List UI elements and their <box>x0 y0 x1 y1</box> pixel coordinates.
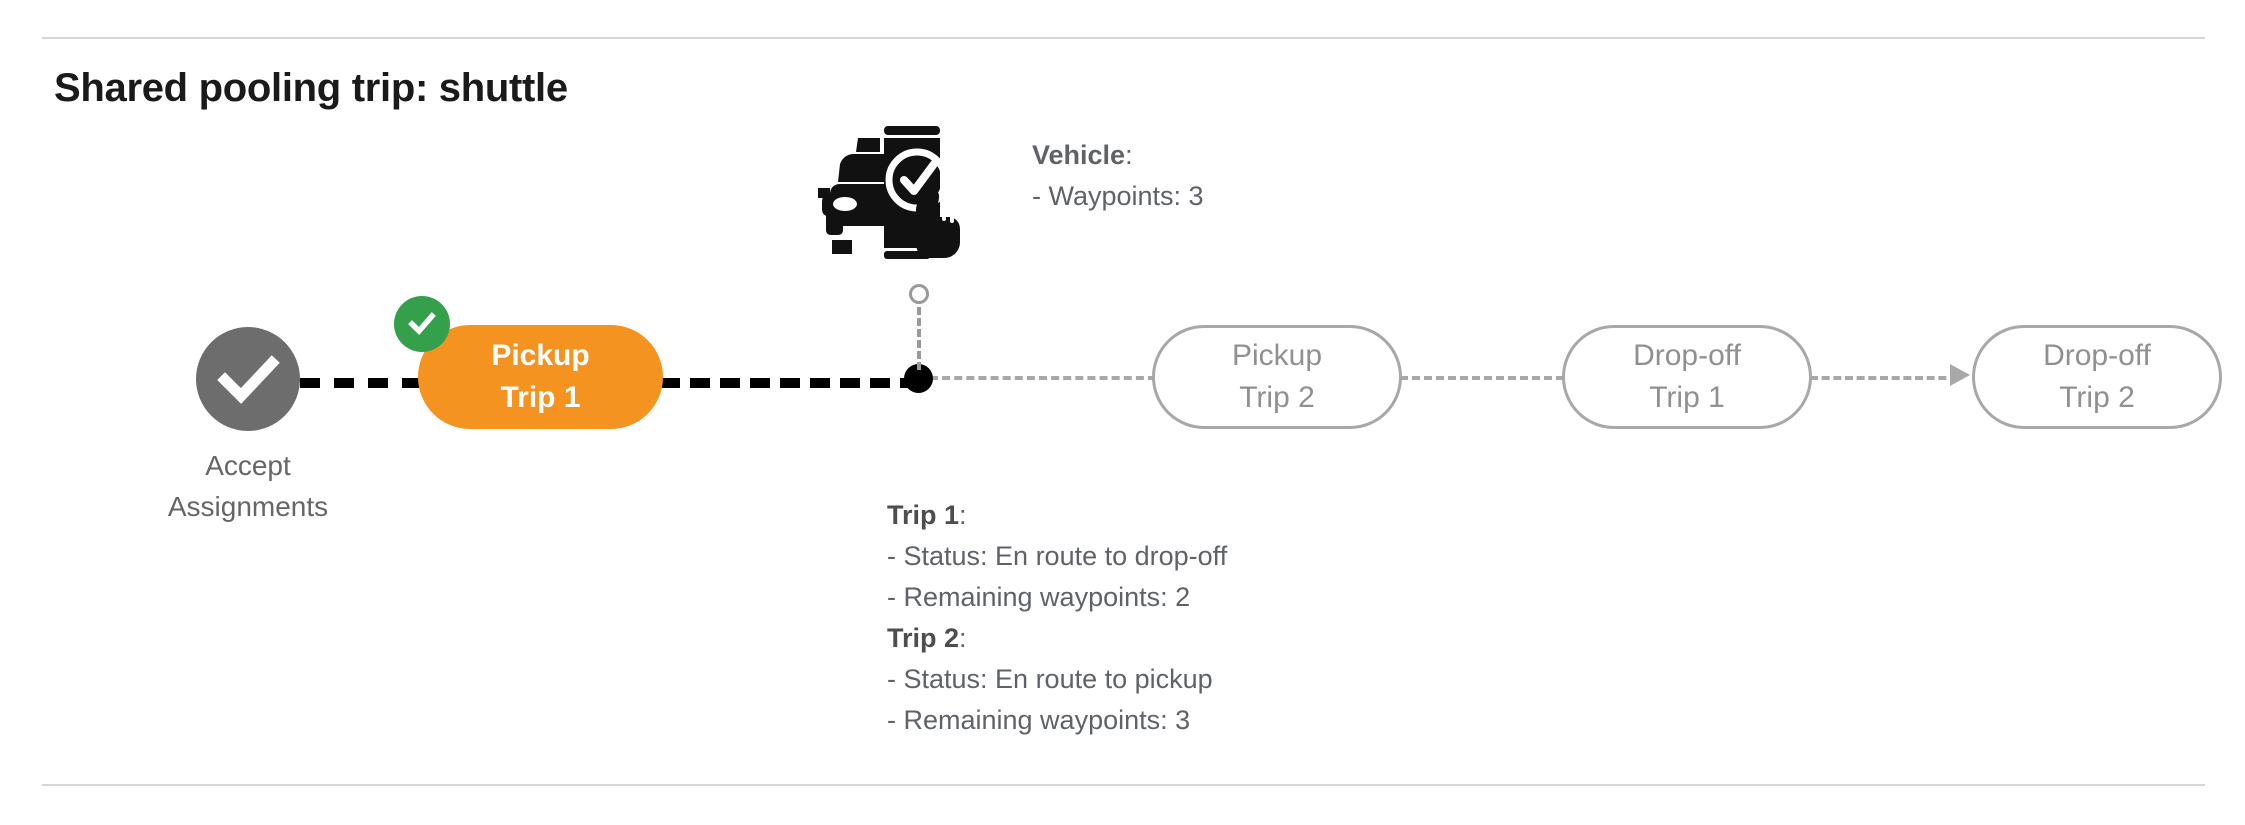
accept-label-line2: Assignments <box>167 491 329 522</box>
trip1-waypoints: - Remaining waypoints: 2 <box>887 582 1191 612</box>
page-title: Shared pooling trip: shuttle <box>54 66 568 110</box>
connector-pickup2-to-dropoff1 <box>1400 376 1564 380</box>
trip1-heading: Trip 1: <box>887 495 1227 536</box>
step-pickup-trip-2-line2: Trip 2 <box>1239 381 1315 414</box>
trip1-status: - Status: En route to drop-off <box>887 541 1228 571</box>
step-pickup-trip-1-line2: Trip 1 <box>500 381 581 414</box>
step-dropoff-trip-2[interactable]: Drop-off Trip 2 <box>1972 325 2222 429</box>
trip2-heading-colon: : <box>959 623 967 653</box>
check-badge-icon <box>394 296 450 352</box>
vehicle-info-heading: Vehicle: <box>1032 135 1204 176</box>
trip1-heading-colon: : <box>959 500 967 530</box>
vehicle-info-waypoints: - Waypoints: 3 <box>1032 181 1204 211</box>
trip2-heading-text: Trip 2 <box>887 623 960 653</box>
vehicle-info-heading-colon: : <box>1125 140 1133 170</box>
accept-assignments-label: Accept Assignments <box>128 445 368 527</box>
trip1-heading-text: Trip 1 <box>887 500 960 530</box>
bottom-divider <box>42 784 2205 786</box>
vehicle-info-block: Vehicle: - Waypoints: 3 <box>1032 135 1204 217</box>
step-pickup-trip-1[interactable]: Pickup Trip 1 <box>418 325 663 429</box>
step-dropoff-trip-1[interactable]: Drop-off Trip 1 <box>1562 325 1812 429</box>
trip2-heading: Trip 2: <box>887 618 1227 659</box>
top-divider <box>42 37 2205 39</box>
step-pickup-trip-2-line1: Pickup <box>1231 339 1323 372</box>
step-dropoff-trip-1-line1: Drop-off <box>1633 339 1741 372</box>
check-circle-icon <box>196 327 300 431</box>
step-dropoff-trip-1-line2: Trip 1 <box>1649 381 1725 414</box>
flow-arrow-icon <box>1950 364 1970 386</box>
step-pickup-trip-1-line1: Pickup <box>491 339 590 372</box>
step-dropoff-trip-2-line1: Drop-off <box>2043 339 2151 372</box>
trip-info-block: Trip 1: - Status: En route to drop-off -… <box>887 495 1227 741</box>
vehicle-app-check-icon <box>818 118 978 268</box>
trip2-status: - Status: En route to pickup <box>887 664 1213 694</box>
vehicle-anchor-ring-icon <box>909 284 929 304</box>
step-dropoff-trip-2-line2: Trip 2 <box>2059 381 2135 414</box>
step-pickup-trip-2[interactable]: Pickup Trip 2 <box>1152 325 1402 429</box>
vehicle-leader-line <box>917 296 921 370</box>
connector-pickup1-to-vehicle <box>660 378 920 388</box>
connector-accept-to-pickup1 <box>300 378 422 388</box>
connector-dropoff1-to-dropoff2 <box>1810 376 1958 380</box>
accept-assignments-node[interactable] <box>196 327 300 431</box>
accept-label-line1: Accept <box>205 450 291 481</box>
connector-vehicle-to-pickup2 <box>930 376 1156 380</box>
trip2-waypoints: - Remaining waypoints: 3 <box>887 705 1191 735</box>
vehicle-info-heading-text: Vehicle <box>1032 140 1126 170</box>
